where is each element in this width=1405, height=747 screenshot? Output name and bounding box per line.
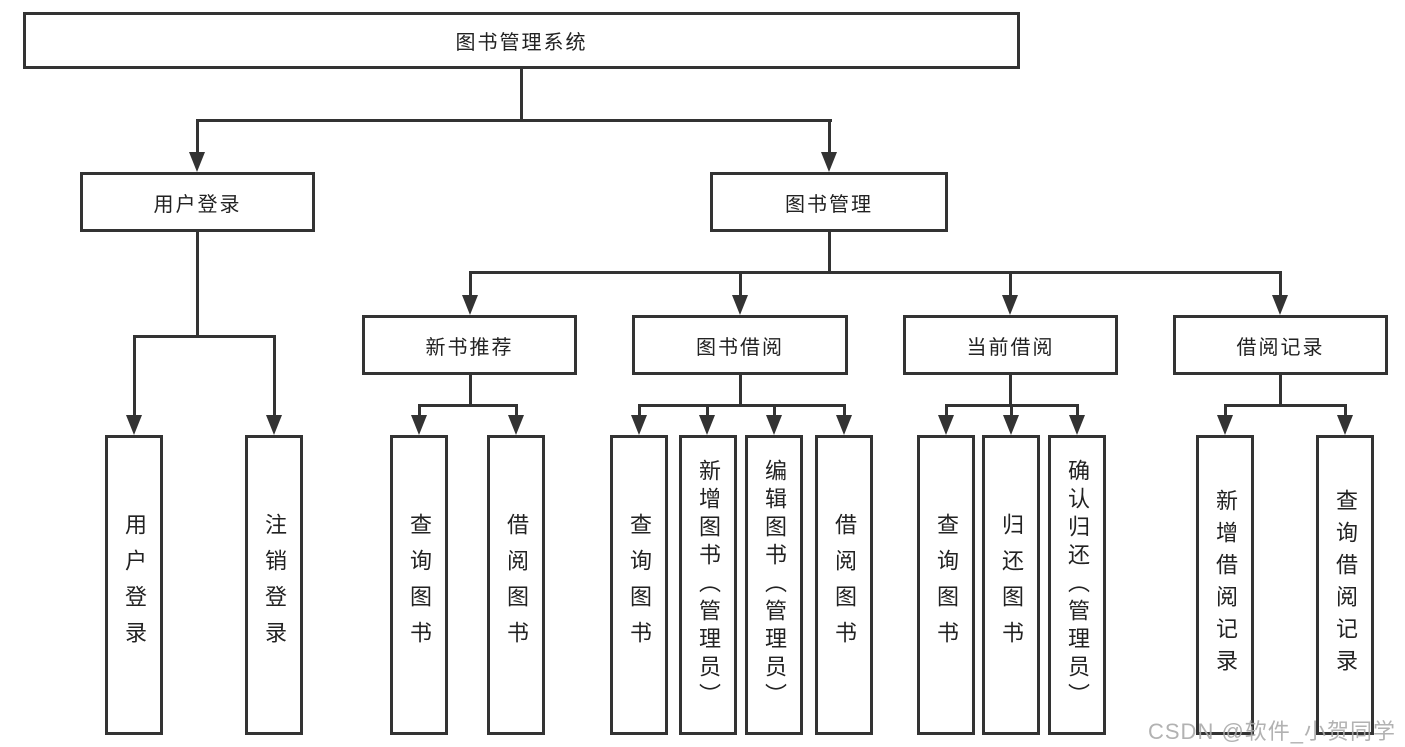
leaf-cb-confirm-return-admin-label: 确认归还（管理员） (1065, 459, 1090, 711)
node-book-management: 图书管理 (710, 172, 948, 232)
node-current-borrowing-label: 当前借阅 (966, 336, 1055, 359)
connector-line (1009, 375, 1012, 407)
connector-line (418, 404, 518, 407)
leaf-cb-return-books: 归还图书 (982, 435, 1040, 735)
connector-line (196, 119, 832, 122)
connector-line (515, 404, 518, 418)
leaf-nbr-query-books: 查询图书 (390, 435, 448, 735)
leaf-bb-query-books-label: 查询图书 (627, 513, 652, 657)
connector-line (739, 375, 742, 407)
connector-line (1076, 404, 1079, 418)
leaf-br-add-record-label: 新增借阅记录 (1213, 489, 1238, 681)
node-borrow-records: 借阅记录 (1173, 315, 1388, 375)
leaf-nbr-borrow-books: 借阅图书 (487, 435, 545, 735)
leaf-bb-edit-books-admin-label: 编辑图书（管理员） (762, 459, 787, 711)
arrowhead-down (1069, 415, 1085, 435)
connector-line (469, 375, 472, 407)
connector-line (469, 271, 1282, 274)
node-book-borrowing: 图书借阅 (632, 315, 848, 375)
leaf-user-login-label: 用户登录 (122, 513, 147, 657)
arrowhead-down (1272, 295, 1288, 315)
leaf-user-login: 用户登录 (105, 435, 163, 735)
leaf-br-add-record: 新增借阅记录 (1196, 435, 1254, 735)
leaf-cb-query-books: 查询图书 (917, 435, 975, 735)
connector-line (133, 335, 275, 338)
connector-line (1344, 404, 1347, 418)
arrowhead-down (631, 415, 647, 435)
arrowhead-down (1337, 415, 1353, 435)
connector-line (706, 404, 709, 418)
node-current-borrowing: 当前借阅 (903, 315, 1118, 375)
node-root: 图书管理系统 (23, 12, 1020, 69)
arrowhead-down (821, 152, 837, 172)
leaf-cb-return-books-label: 归还图书 (999, 513, 1024, 657)
connector-line (1009, 271, 1012, 299)
arrowhead-down (508, 415, 524, 435)
node-book-management-label: 图书管理 (785, 193, 873, 216)
connector-line (739, 271, 742, 299)
leaf-nbr-borrow-books-label: 借阅图书 (504, 513, 529, 657)
connector-line (520, 69, 523, 122)
connector-line (469, 271, 472, 299)
leaf-br-query-record: 查询借阅记录 (1316, 435, 1374, 735)
arrowhead-down (766, 415, 782, 435)
connector-line (418, 404, 421, 418)
leaf-bb-query-books: 查询图书 (610, 435, 668, 735)
node-book-borrowing-label: 图书借阅 (696, 336, 784, 359)
connector-line (1224, 404, 1227, 418)
connector-line (638, 404, 641, 418)
node-new-book-recommend: 新书推荐 (362, 315, 577, 375)
arrowhead-down (1217, 415, 1233, 435)
connector-line (196, 232, 199, 338)
arrowhead-down (266, 415, 282, 435)
arrowhead-down (462, 295, 478, 315)
arrowhead-down (938, 415, 954, 435)
connector-line (945, 404, 948, 418)
node-root-label: 图书管理系统 (455, 32, 588, 54)
leaf-bb-add-books-admin: 新增图书（管理员） (679, 435, 737, 735)
connector-line (273, 335, 276, 417)
arrowhead-down (836, 415, 852, 435)
node-borrow-records-label: 借阅记录 (1236, 336, 1325, 359)
connector-line (196, 119, 199, 155)
leaf-br-query-record-label: 查询借阅记录 (1333, 489, 1358, 681)
connector-line (638, 404, 846, 407)
connector-line (828, 119, 831, 155)
connector-line (1279, 375, 1282, 407)
arrowhead-down (732, 295, 748, 315)
connector-line (843, 404, 846, 418)
arrowhead-down (1003, 415, 1019, 435)
arrowhead-down (1002, 295, 1018, 315)
leaf-cb-query-books-label: 查询图书 (934, 513, 959, 657)
connector-line (773, 404, 776, 418)
arrowhead-down (189, 152, 205, 172)
connector-line (1224, 404, 1346, 407)
node-user-login: 用户登录 (80, 172, 315, 232)
node-user-login-label: 用户登录 (153, 193, 242, 216)
csdn-watermark: CSDN @软件_小贺同学 (1148, 719, 1397, 744)
leaf-logout-label: 注销登录 (262, 513, 287, 657)
node-new-book-recommend-label: 新书推荐 (425, 336, 514, 359)
connector-line (828, 232, 831, 274)
leaf-bb-edit-books-admin: 编辑图书（管理员） (745, 435, 803, 735)
connector-line (1010, 404, 1013, 418)
leaf-cb-confirm-return-admin: 确认归还（管理员） (1048, 435, 1106, 735)
arrowhead-down (411, 415, 427, 435)
connector-line (1279, 271, 1282, 299)
leaf-nbr-query-books-label: 查询图书 (407, 513, 432, 657)
arrowhead-down (699, 415, 715, 435)
connector-line (133, 335, 136, 417)
leaf-bb-borrow-books: 借阅图书 (815, 435, 873, 735)
arrowhead-down (126, 415, 142, 435)
leaf-bb-borrow-books-label: 借阅图书 (832, 513, 857, 657)
leaf-logout: 注销登录 (245, 435, 303, 735)
leaf-bb-add-books-admin-label: 新增图书（管理员） (696, 459, 721, 711)
